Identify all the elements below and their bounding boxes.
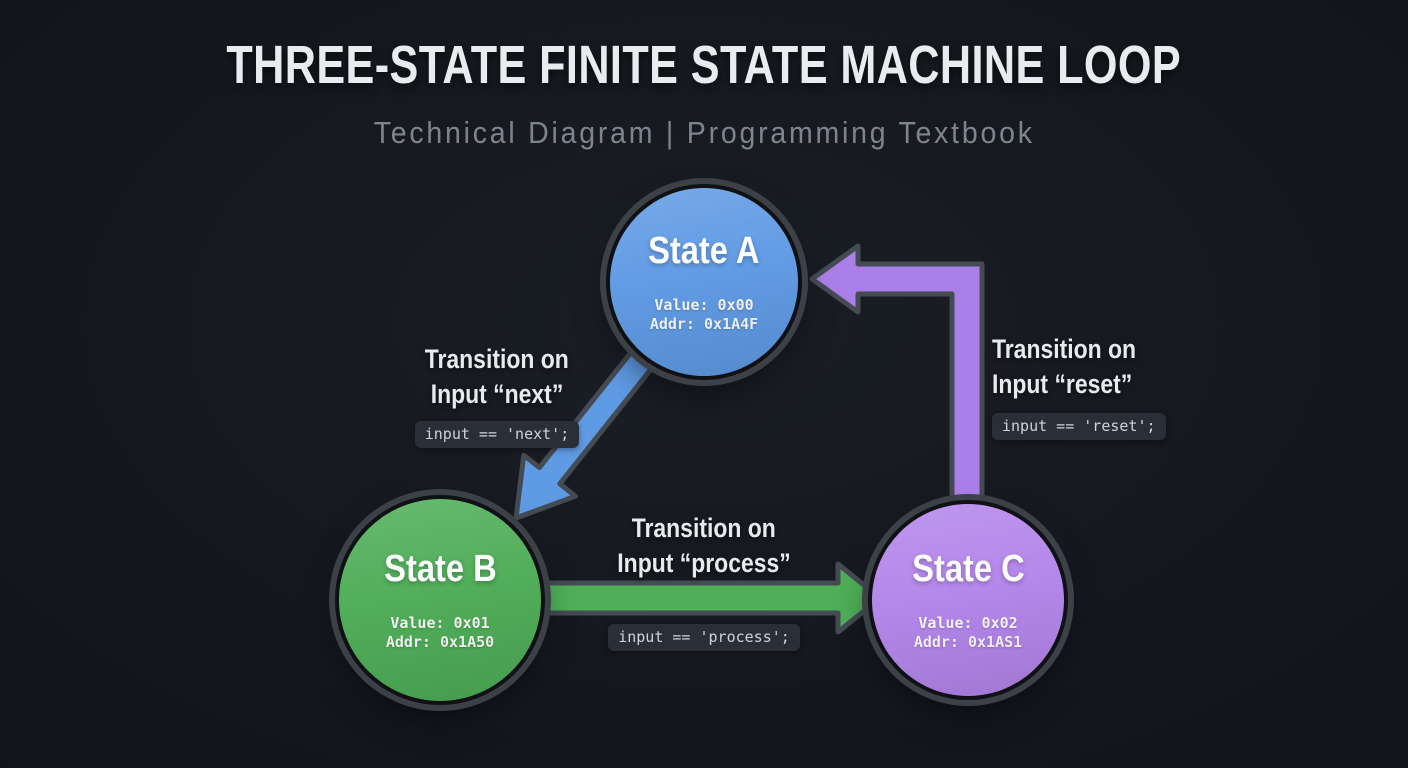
- state-node-b: State B Value: 0x01 Addr: 0x1A50: [339, 499, 541, 701]
- state-c-label: State C: [911, 548, 1025, 590]
- transition-c-to-a-code-chip: input == 'reset';: [992, 413, 1166, 440]
- state-b-label: State B: [383, 548, 497, 590]
- transition-c-to-a-line1: Transition on: [992, 334, 1137, 364]
- transition-b-to-c-line2-row: Input “process”: [574, 548, 834, 583]
- state-b-name-row: State B: [375, 548, 506, 598]
- state-a-label: State A: [648, 230, 760, 272]
- transition-a-to-b-line1-row: Transition on: [362, 344, 632, 379]
- transition-a-to-b-line2: Input “next”: [430, 379, 564, 409]
- transition-c-to-a-line2-row: Input “reset”: [992, 369, 1166, 404]
- transition-a-to-b-line1: Transition on: [424, 344, 570, 374]
- transition-b-to-c-code-row: input == 'process';: [574, 624, 834, 651]
- header: THREE-STATE FINITE STATE MACHINE LOOP Te…: [0, 36, 1408, 156]
- transition-c-to-a-line1-row: Transition on: [992, 334, 1166, 369]
- transition-a-to-b-code-chip: input == 'next';: [414, 421, 580, 448]
- arrow-a-to-b: [513, 341, 661, 521]
- arrow-c-to-a: [809, 243, 985, 508]
- state-b-value: Value: 0x01: [390, 614, 490, 632]
- transition-label-a-to-b: Transition on Input “next” input == 'nex…: [362, 344, 632, 448]
- arrow-b-to-c: [537, 561, 883, 635]
- page-subtitle: Technical Diagram | Programming Textbook: [373, 115, 1035, 150]
- transition-label-b-to-c: Transition on Input “process”: [574, 513, 834, 583]
- transition-b-to-c-code-chip: input == 'process';: [608, 624, 800, 651]
- state-node-a: State A Value: 0x00 Addr: 0x1A4F: [610, 188, 798, 376]
- subtitle-row: Technical Diagram | Programming Textbook: [0, 116, 1408, 156]
- state-a-value: Value: 0x00: [654, 296, 754, 314]
- state-node-c: State C Value: 0x02 Addr: 0x1AS1: [872, 504, 1064, 696]
- page-title: THREE-STATE FINITE STATE MACHINE LOOP: [226, 35, 1182, 95]
- state-b-meta: Value: 0x01 Addr: 0x1A50: [386, 614, 494, 652]
- state-a-meta: Value: 0x00 Addr: 0x1A4F: [650, 296, 758, 334]
- transition-label-c-to-a: Transition on Input “reset” input == 're…: [992, 334, 1166, 440]
- transition-b-to-c-line1: Transition on: [631, 513, 777, 543]
- transition-a-to-b-line2-row: Input “next”: [362, 379, 632, 414]
- state-c-meta: Value: 0x02 Addr: 0x1AS1: [914, 614, 1022, 652]
- state-b-addr: Addr: 0x1A50: [385, 633, 495, 651]
- state-a-name-row: State A: [639, 230, 769, 280]
- title-row: THREE-STATE FINITE STATE MACHINE LOOP: [0, 36, 1408, 108]
- state-c-addr: Addr: 0x1AS1: [913, 633, 1023, 651]
- state-c-name-row: State C: [903, 548, 1034, 598]
- state-c-value: Value: 0x02: [918, 614, 1018, 632]
- state-a-addr: Addr: 0x1A4F: [649, 315, 759, 333]
- transition-c-to-a-line2: Input “reset”: [992, 369, 1133, 399]
- transition-b-to-c-line1-row: Transition on: [574, 513, 834, 548]
- transition-b-to-c-line2: Input “process”: [617, 548, 791, 578]
